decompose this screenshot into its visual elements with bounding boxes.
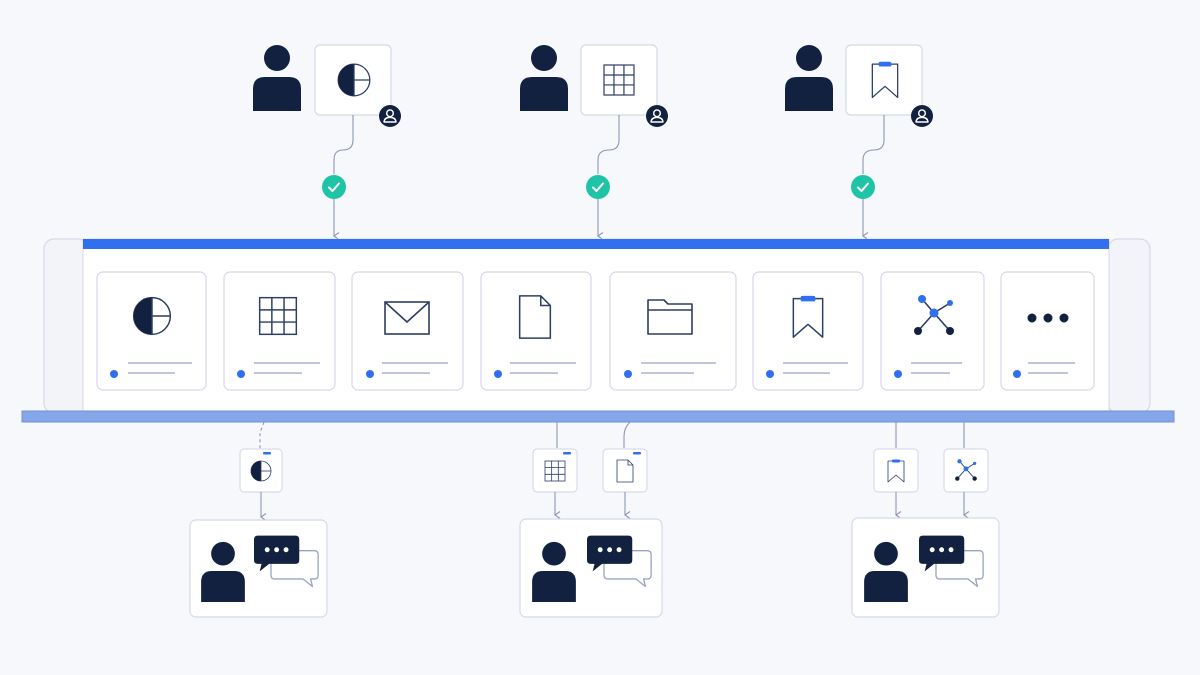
status-dot [366,370,374,378]
contributor-person-icon [785,45,833,111]
consumer-group [189,421,328,618]
library-item[interactable] [609,271,737,391]
contributor-person-icon [520,45,568,111]
retrieved-asset-card[interactable] [602,448,648,493]
more-dots-icon [1027,313,1069,323]
status-dot [237,370,245,378]
status-dot [894,370,902,378]
user-badge-icon [911,105,933,127]
status-dot [766,370,774,378]
library-item[interactable] [880,271,985,391]
library-item[interactable] [1000,271,1095,391]
consumer-group [851,422,1000,618]
library-left-bracket [43,238,89,414]
contributor-connector [597,115,620,174]
pie-chart-icon [337,63,371,97]
status-dot [624,370,632,378]
shared-library [21,238,1175,423]
contributor-group [253,44,933,240]
contributor-person-icon [253,45,301,111]
approved-check-icon [851,175,875,199]
contributor-asset-card[interactable] [580,44,658,116]
library-base-rail [21,410,1175,423]
library-item[interactable] [480,271,592,391]
pie-chart-icon [250,460,272,482]
asset-tag [263,452,271,455]
status-dot [110,370,118,378]
consumer-group [519,421,663,618]
asset-tag [563,452,571,455]
library-item[interactable] [223,271,336,391]
asset-tag [633,452,641,455]
status-dot [494,370,502,378]
approved-check-icon [586,175,610,199]
library-item[interactable] [96,271,207,391]
contributor-connector [333,115,354,174]
library-right-bracket [1107,238,1151,414]
retrieve-connector [259,421,265,448]
library-item[interactable] [351,271,464,391]
status-dot [1013,370,1021,378]
user-badge-icon [379,105,401,127]
contributor-asset-card[interactable] [845,44,923,116]
retrieve-connector [623,421,631,448]
library-item[interactable] [752,271,864,391]
retrieved-asset-card[interactable] [873,448,919,493]
library-top-bar [83,239,1109,249]
retrieved-asset-card[interactable] [532,448,578,493]
user-badge-icon [646,105,668,127]
pie-chart-icon [132,296,172,336]
contributor-connector [862,115,885,174]
approved-check-icon [322,175,346,199]
